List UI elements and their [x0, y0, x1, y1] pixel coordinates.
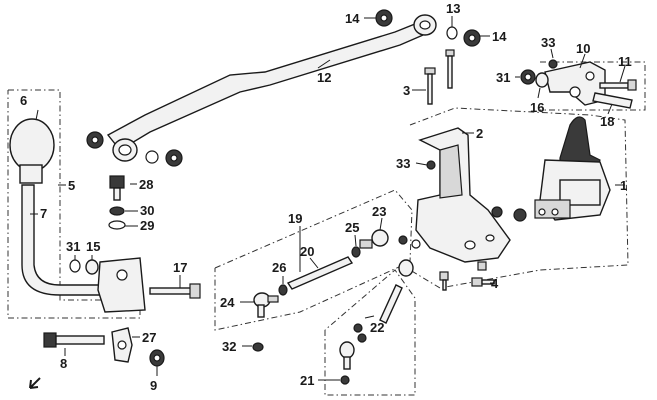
label-33-top: 33 [541, 35, 555, 50]
bolt-4 [471, 277, 495, 287]
bracket-lever [97, 257, 146, 313]
label-20: 20 [300, 244, 314, 259]
label-1: 1 [620, 178, 627, 193]
bushing-15 [85, 259, 99, 275]
bushing-left-a [86, 131, 104, 149]
label-25: 25 [345, 220, 359, 235]
label-23: 23 [372, 204, 386, 219]
label-18: 18 [600, 114, 614, 129]
knob-6 [9, 118, 55, 184]
nut-32 [252, 342, 264, 352]
label-31-right: 31 [496, 70, 510, 85]
label-9: 9 [150, 378, 157, 393]
front-arrow-icon [29, 377, 41, 389]
clevis-27 [111, 327, 133, 363]
bolt-3 [424, 67, 436, 105]
label-26: 26 [272, 260, 286, 275]
washer-30 [109, 206, 125, 216]
label-8: 8 [60, 356, 67, 371]
label-5: 5 [68, 178, 75, 193]
label-7: 7 [40, 206, 47, 221]
bushing-14-top [375, 9, 393, 27]
label-16: 16 [530, 100, 544, 115]
label-4: 4 [491, 276, 499, 291]
label-21: 21 [300, 373, 314, 388]
washer-31-right [520, 69, 536, 85]
bolt-4b [439, 271, 449, 291]
bolt-33-bracket [426, 160, 436, 170]
label-19: 19 [288, 211, 302, 226]
label-11: 11 [618, 54, 632, 69]
pin-18 [592, 92, 633, 109]
label-33-bracket: 33 [396, 156, 410, 171]
nut-33-top [548, 59, 558, 69]
bolt-8 [43, 332, 105, 348]
small-nuts-rod [398, 235, 421, 249]
rod-20 [286, 256, 354, 290]
label-6: 6 [20, 93, 27, 108]
bolt-28 [109, 175, 125, 201]
label-29: 29 [140, 218, 154, 233]
ball-joint-23 [359, 229, 389, 249]
nut-26 [278, 284, 288, 296]
label-15: 15 [86, 239, 100, 254]
callout-labels: 1 2 3 4 5 6 7 8 9 10 11 12 13 14 14 15 1… [20, 1, 632, 393]
nuts-22 [353, 323, 367, 343]
group-outline-1 [409, 107, 629, 289]
label-10: 10 [576, 41, 590, 56]
group-outline-top-right [540, 61, 646, 111]
rod-22 [379, 284, 403, 324]
label-31-left: 31 [66, 239, 80, 254]
label-14-right: 14 [492, 29, 507, 44]
washer-31-left [69, 259, 81, 273]
nut-25 [351, 246, 361, 258]
label-32: 32 [222, 339, 236, 354]
ball-joint-upper-22 [398, 259, 414, 277]
label-30: 30 [140, 203, 154, 218]
bolt-13-stem [445, 49, 455, 89]
bolt-17 [149, 283, 201, 299]
label-27: 27 [142, 330, 156, 345]
label-17: 17 [173, 260, 187, 275]
bolt-4c [477, 261, 487, 271]
bolt-11 [599, 79, 637, 91]
label-28: 28 [139, 177, 153, 192]
washer-29 [108, 220, 126, 230]
nut-9 [149, 349, 165, 367]
spacer-16 [535, 72, 549, 88]
shifter-assembly-1 [513, 116, 611, 222]
ball-joint-24 [253, 292, 279, 318]
group-outline-21 [324, 269, 416, 396]
bushing-left-b [145, 149, 183, 167]
leader-lines [30, 16, 626, 381]
label-3: 3 [403, 83, 410, 98]
label-22: 22 [370, 320, 384, 335]
nut-right-bracket [491, 206, 503, 218]
bracket-10 [544, 61, 606, 106]
label-13: 13 [446, 1, 460, 16]
label-14-top: 14 [345, 11, 360, 26]
bracket-2 [415, 127, 511, 263]
bushing-14-right [463, 29, 481, 47]
label-24: 24 [220, 295, 235, 310]
tie-rod-12 [106, 14, 437, 162]
washer-13 [446, 26, 458, 40]
label-12: 12 [317, 70, 331, 85]
label-2: 2 [476, 126, 483, 141]
ball-joint-21 [339, 341, 355, 385]
